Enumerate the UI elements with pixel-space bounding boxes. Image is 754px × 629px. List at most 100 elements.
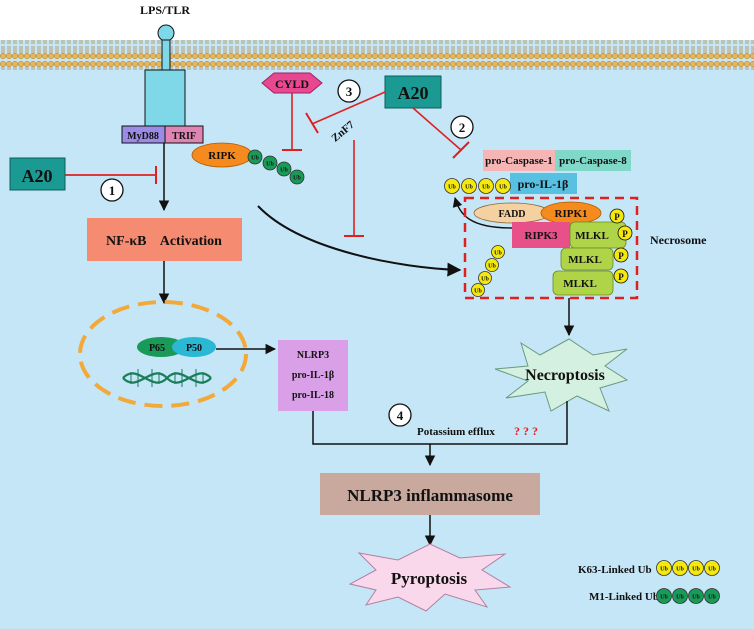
legend-m1-ubiquitin-bead <box>688 588 704 604</box>
legend-m1-ubiquitin-bead <box>704 588 720 604</box>
a20-to-caspase-inhibition-line <box>412 107 462 151</box>
transcript-nlrp3: NLRP3 <box>297 350 329 361</box>
step-1-number: 1 <box>109 183 116 198</box>
trif-label: TRIF <box>172 131 196 142</box>
pro-il1b-label: pro-IL-1β <box>518 177 569 191</box>
k63-ubiquitin-bead-label: Ub <box>499 185 507 191</box>
ripk3-box <box>512 222 570 248</box>
k63-ubiquitin-bead <box>461 178 477 194</box>
a20-top-label: A20 <box>398 83 429 103</box>
m1-ubiquitin-bead <box>247 149 263 165</box>
m1-ubiquitin-bead-label: Ub <box>251 155 259 161</box>
legend-k63-ubiquitin-bead-label: Ub <box>660 567 668 573</box>
transcript-pro-il1b: pro-IL-1β <box>292 370 334 381</box>
step-2-marker <box>450 115 474 139</box>
legend-k63-ubiquitin-bead <box>672 560 688 576</box>
legend-m1-ubiquitin-bead-label: Ub <box>692 595 700 601</box>
phospho-label: P <box>622 229 628 239</box>
pro-caspase-8-label: pro-Caspase-8 <box>559 155 627 167</box>
legend-m1-ubiquitin-bead <box>656 588 672 604</box>
ripk-to-necrosome-arrow <box>257 205 462 277</box>
transcripts-box <box>278 340 348 411</box>
p65-subunit <box>137 337 185 357</box>
phospho-marker <box>613 268 629 284</box>
receptor-label: LPS/TLR <box>140 3 190 17</box>
nlrp3-inflammasome-box <box>320 473 540 515</box>
necrosome-to-ub-arrow <box>452 197 513 229</box>
k63-ubiquitin-bead-label: Ub <box>474 288 482 294</box>
legend-k63-ubiquitin-bead-label: Ub <box>676 567 684 573</box>
potassium-question-marks: ? ? ? <box>514 424 538 438</box>
k63-ubiquitin-bead <box>444 178 460 194</box>
transcript-pro-il18: pro-IL-18 <box>292 390 334 401</box>
legend-k63-ubiquitin-bead <box>688 560 704 576</box>
pro-il1b-box <box>510 173 577 194</box>
k63-ubiquitin-bead <box>491 245 505 259</box>
phospho-marker <box>613 247 629 263</box>
mlkl-box-2 <box>560 247 614 271</box>
pro-caspase-8-box <box>555 150 631 171</box>
legend-k63-ubiquitin-bead <box>656 560 672 576</box>
mlkl-box-3 <box>552 270 614 296</box>
step-1-marker <box>100 178 124 202</box>
k63-ubiquitin-bead <box>485 258 499 272</box>
m1-ubiquitin-bead <box>276 161 292 177</box>
extracellular-space <box>0 0 754 40</box>
nlrp3-inflammasome-label: NLRP3 inflammasome <box>347 486 513 505</box>
potassium-efflux-label: Potassium efflux <box>417 426 495 438</box>
mlkl-label-2: MLKL <box>568 254 602 266</box>
m1-ubiquitin-bead <box>262 155 278 171</box>
legend-k63-ubiquitin-bead-label: Ub <box>708 567 716 573</box>
m1-ubiquitin-bead-label: Ub <box>266 161 274 167</box>
necroptosis-burst <box>494 338 629 412</box>
ripk3-label: RIPK3 <box>525 230 559 242</box>
necrosome-label: Necrosome <box>650 233 707 247</box>
receptor-body <box>144 69 186 127</box>
myd88-label: MyD88 <box>127 131 159 142</box>
a20-left-label: A20 <box>22 166 53 186</box>
mlkl-label-3: MLKL <box>563 278 597 290</box>
cyld-label: CYLD <box>275 77 309 91</box>
a20-to-ripk-inhibition-line <box>311 91 386 125</box>
legend-m1-ubiquitin-bead <box>672 588 688 604</box>
dna-rungs <box>130 369 204 387</box>
receptor-ligand-head <box>157 24 175 42</box>
k63-ubiquitin-bead-label: Ub <box>488 263 496 269</box>
step-2-number: 2 <box>459 120 466 135</box>
nfkb-activation-box <box>87 218 242 261</box>
step-4-number: 4 <box>397 408 404 423</box>
necroptosis-to-junction-line <box>430 401 568 445</box>
legend-k63-ubiquitin-bead-label: Ub <box>692 567 700 573</box>
legend-m1-ubiquitin-bead-label: Ub <box>676 595 684 601</box>
a20-left-box <box>9 157 66 191</box>
phospho-label: P <box>618 272 624 282</box>
step-3-marker <box>337 79 361 103</box>
m1-ubiquitin-bead <box>289 169 305 185</box>
legend-k63-ubiquitin-bead <box>704 560 720 576</box>
caspase-k63-ubiquitin-chain: Ub Ub Ub Ub <box>444 178 511 194</box>
pro-caspase-1-box <box>483 150 555 171</box>
legend-k63-label: K63-Linked Ub <box>578 564 652 576</box>
mlkl-label-1: MLKL <box>575 230 609 242</box>
k63-ubiquitin-bead-label: Ub <box>465 185 473 191</box>
k63-ubiquitin-bead <box>471 283 485 297</box>
k63-ubiquitin-bead-label: Ub <box>482 185 490 191</box>
legend-m1-label: M1-Linked Ub <box>589 591 659 603</box>
k63-ubiquitin-bead <box>495 178 511 194</box>
pro-caspase-1-label: pro-Caspase-1 <box>485 155 553 167</box>
cyld-hexagon <box>261 72 323 94</box>
k63-ubiquitin-bead-label: Ub <box>448 185 456 191</box>
k63-ubiquitin-bead <box>478 178 494 194</box>
necroptosis-label: Necroptosis <box>525 367 605 384</box>
trif-box <box>164 125 204 144</box>
phospho-label: P <box>618 251 624 261</box>
m1-ubiquitin-bead-label: Ub <box>280 167 288 173</box>
fadd-label: FADD <box>498 209 525 220</box>
ripk1-label: RIPK1 <box>555 208 588 220</box>
nfkb-activation-label: NF-κB Activation <box>106 234 222 249</box>
dna-strand-b <box>122 372 212 384</box>
